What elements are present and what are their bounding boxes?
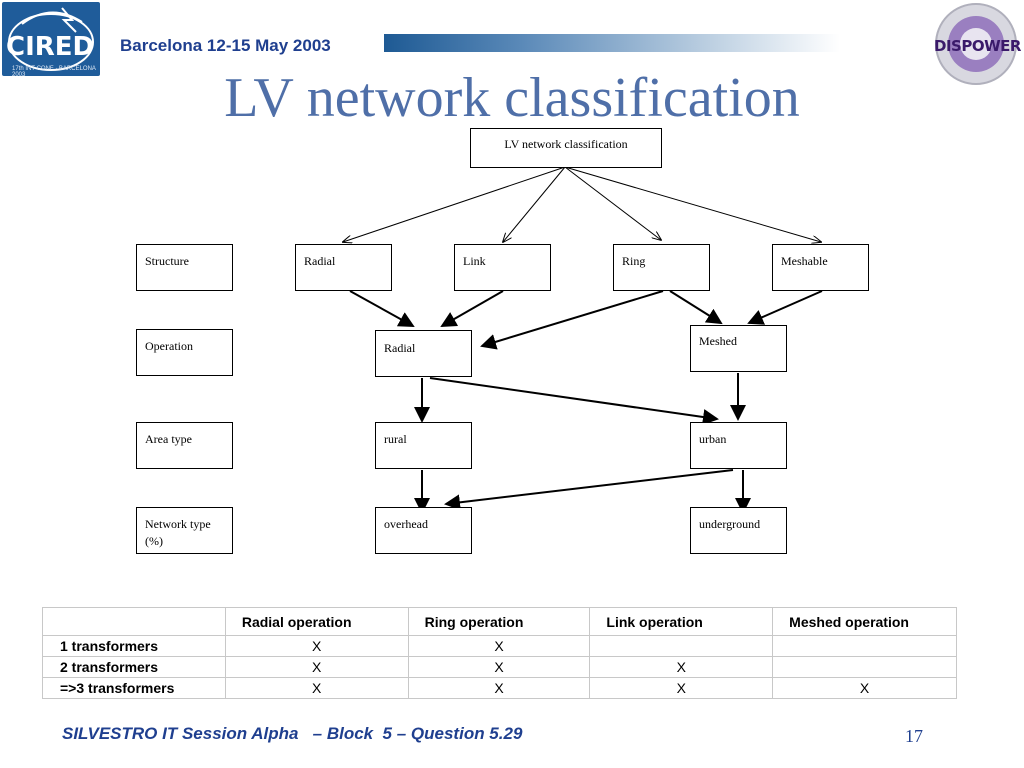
- arrow-ring-to-meshed: [669, 290, 723, 325]
- table-cell: X: [589, 656, 774, 678]
- dispower-logo-text: DISPOWER: [934, 37, 1021, 55]
- cired-logo: CIRED 17th INT CONF · BARCELONA 2003: [2, 2, 100, 78]
- arrow-link-to-radialop: [440, 290, 504, 327]
- table-cell: X: [772, 677, 957, 699]
- table-cell: X: [224, 656, 409, 678]
- network-node-overhead: overhead: [375, 507, 472, 554]
- arrow-urban-to-overhead: [444, 469, 734, 511]
- structure-node-radial: Radial: [295, 244, 392, 291]
- table-header-link: Link operation: [589, 607, 774, 636]
- row-label: 2 transformers: [42, 656, 226, 678]
- row-label-operation: Operation: [136, 329, 233, 376]
- arrow-ring-to-radialop: [480, 290, 664, 350]
- arrow-root-meshable: [564, 166, 821, 242]
- arrow-meshable-to-meshed: [747, 290, 823, 325]
- cired-logo-subtext: 17th INT CONF · BARCELONA 2003: [12, 66, 96, 78]
- arrow-root-radial: [343, 166, 566, 242]
- table-row: =>3 transformers X X X X: [42, 677, 957, 699]
- row-label: 1 transformers: [42, 635, 226, 657]
- header-gradient-bar: [384, 34, 840, 52]
- table-cell: X: [407, 656, 591, 678]
- cired-emblem-icon: [8, 7, 94, 71]
- table-cell: [772, 635, 957, 657]
- area-node-rural: rural: [375, 422, 472, 469]
- table-cell: [589, 635, 774, 657]
- table-cell: X: [589, 677, 774, 699]
- operation-node-meshed: Meshed: [690, 325, 787, 372]
- table-cell: X: [224, 635, 409, 657]
- arrow-root-link: [503, 166, 566, 242]
- table-row: 2 transformers X X X: [42, 656, 957, 678]
- row-label-network-type: Network type (%): [136, 507, 233, 554]
- page-number: 17: [905, 726, 923, 746]
- table-cell: X: [407, 677, 591, 699]
- row-label-area-type: Area type: [136, 422, 233, 469]
- table-header-row: Radial operation Ring operation Link ope…: [42, 607, 957, 636]
- table-cell: [772, 656, 957, 678]
- dispower-logo: DISPOWER: [930, 2, 1022, 86]
- footer-text: SILVESTRO IT Session Alpha – Block 5 – Q…: [62, 724, 523, 743]
- conference-label: Barcelona 12-15 May 2003: [120, 36, 331, 55]
- arrow-radialop-to-urban: [429, 377, 719, 425]
- root-node: LV network classification: [470, 128, 662, 168]
- structure-node-link: Link: [454, 244, 551, 291]
- structure-node-meshable: Meshable: [772, 244, 869, 291]
- operation-node-radial: Radial: [375, 330, 472, 377]
- operations-table: Radial operation Ring operation Link ope…: [42, 607, 957, 699]
- row-label-structure: Structure: [136, 244, 233, 291]
- network-node-underground: underground: [690, 507, 787, 554]
- table-header-radial: Radial operation: [224, 607, 409, 636]
- table-header-ring: Ring operation: [407, 607, 591, 636]
- table-cell: X: [224, 677, 409, 699]
- table-row: 1 transformers X X: [42, 635, 957, 657]
- table-header-meshed: Meshed operation: [772, 607, 957, 636]
- table-cell: X: [407, 635, 591, 657]
- area-node-urban: urban: [690, 422, 787, 469]
- cired-logo-text: CIRED: [6, 32, 95, 62]
- page-title: LV network classification: [224, 67, 800, 129]
- arrow-radial-to-radialop: [349, 290, 415, 327]
- dispower-emblem-icon: [935, 3, 1017, 85]
- structure-node-ring: Ring: [613, 244, 710, 291]
- table-header-empty: [42, 607, 226, 636]
- row-label: =>3 transformers: [42, 677, 226, 699]
- arrow-root-ring: [564, 166, 661, 240]
